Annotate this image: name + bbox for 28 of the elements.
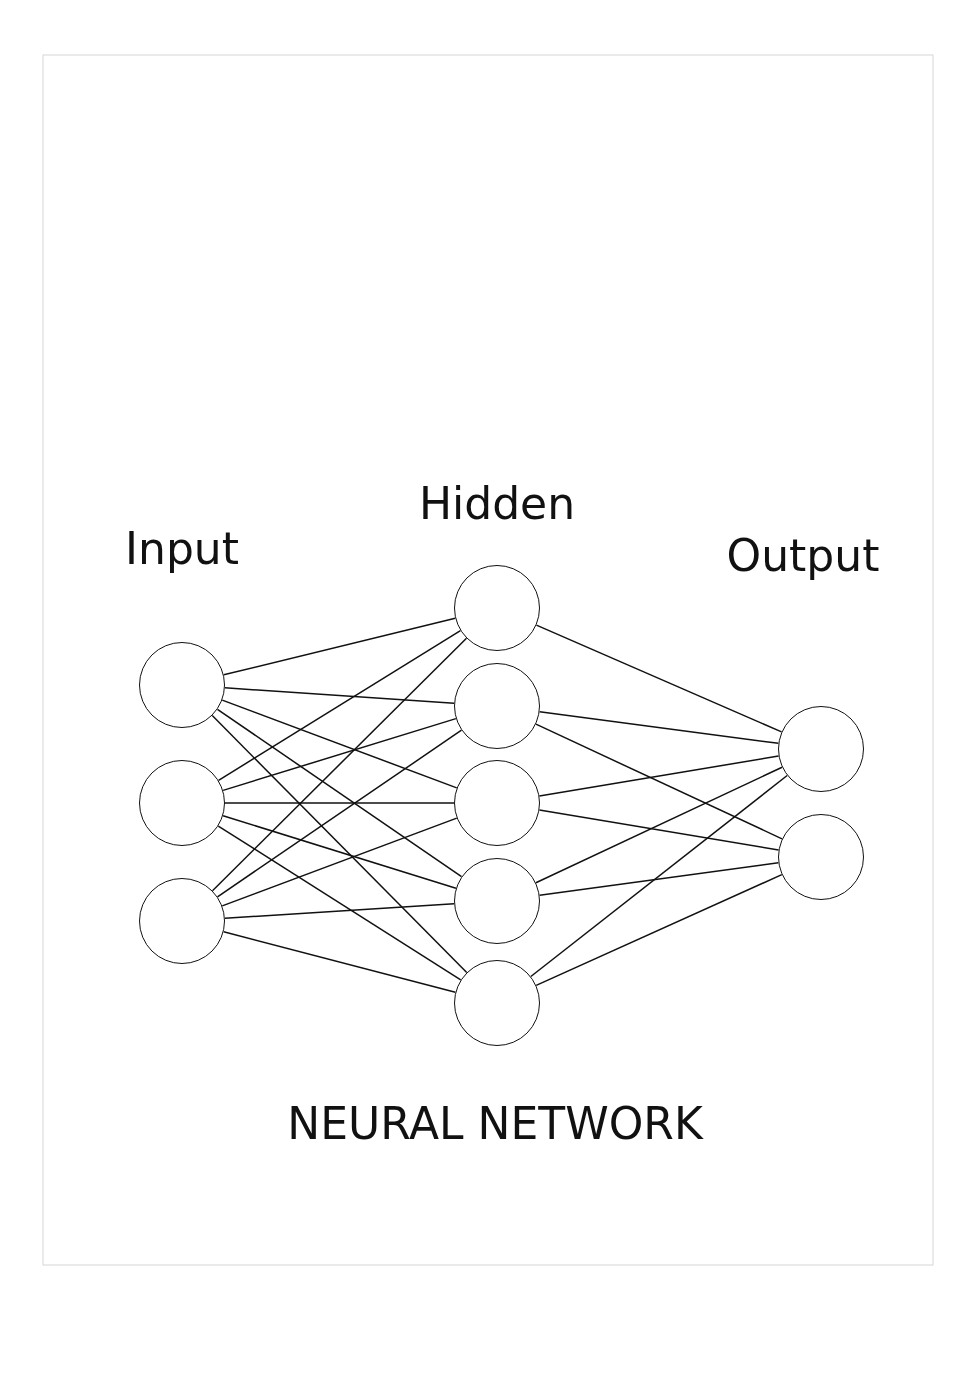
connection-line [211,714,468,974]
connection-line [211,637,468,892]
layer-label: Hidden [418,478,576,529]
connection-line [216,729,463,898]
connection-line [222,717,457,792]
connection-line [538,809,780,851]
connection-line [221,817,458,907]
connection-line [538,755,780,797]
connection-line [535,624,783,733]
connection-line [217,825,462,981]
connection-line [535,873,783,987]
layer-label: Output [726,530,880,581]
connection-line [217,629,462,782]
connection-line [224,687,455,704]
connection-line [223,617,456,676]
connection-line [224,903,455,920]
connection-line [530,774,788,978]
diagram-title: NEURAL NETWORK [287,1098,703,1149]
connection-line [535,723,783,840]
connection-line [224,802,455,804]
connection-line [222,931,457,993]
connection-line [535,766,783,884]
connection-line [216,708,463,878]
connection-line [222,815,457,889]
connection-line [538,710,780,745]
connection-line [538,862,780,896]
layer-label: Input [125,523,239,574]
connection-line [221,699,458,789]
